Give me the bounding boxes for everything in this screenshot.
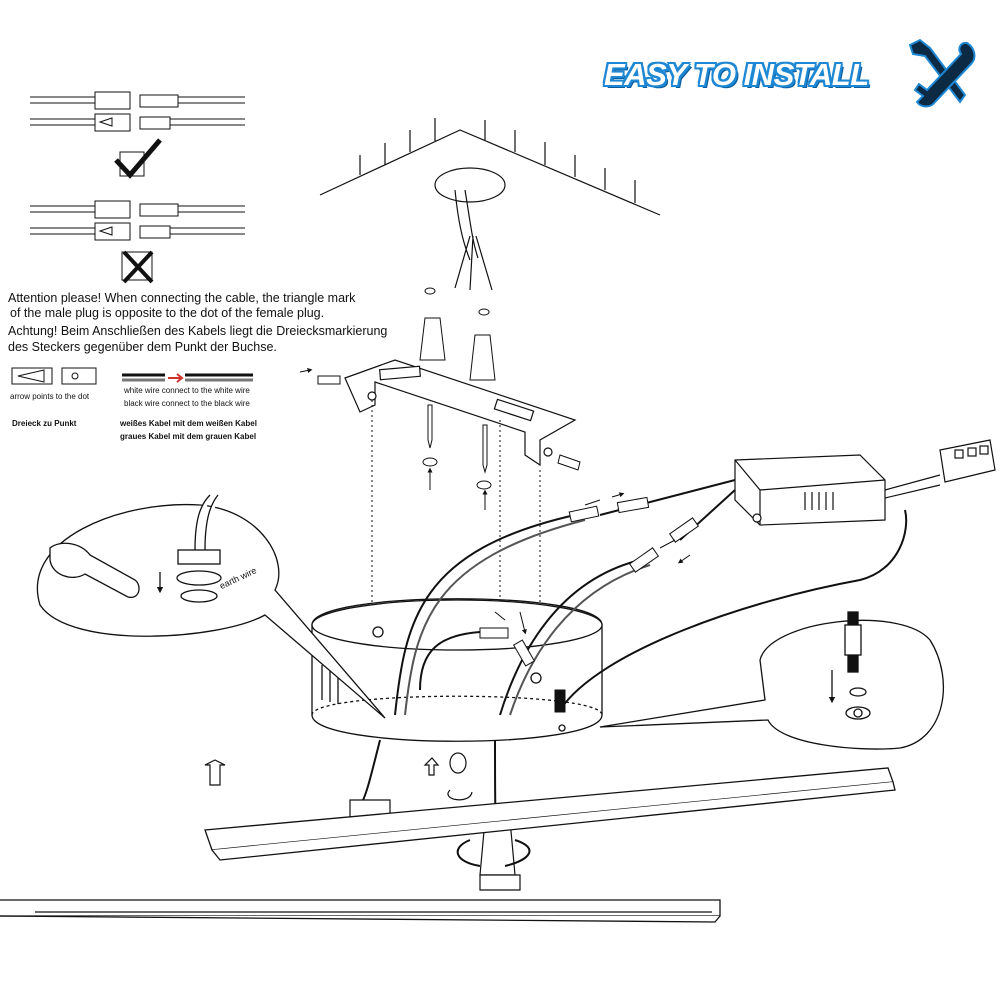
led-driver <box>734 439 996 526</box>
legend-white-wire: white wire connect to the white wire <box>124 386 250 395</box>
connector-guide-correct <box>30 91 245 177</box>
led-bars <box>0 767 896 923</box>
wall-anchors <box>299 287 581 510</box>
ceiling-canopy <box>311 598 603 742</box>
cable-connectors <box>479 494 700 713</box>
note-de-line1: Achtung! Beim Anschließen des Kabels lie… <box>8 324 388 338</box>
cross-icon <box>122 250 154 284</box>
earth-wire-callout <box>36 494 386 719</box>
checkmark-icon <box>114 138 162 179</box>
note-en-line1: Attention please! When connecting the ca… <box>8 291 356 305</box>
ceiling <box>319 118 661 291</box>
terminal-callout <box>599 611 944 750</box>
legend-arrow-text-de: Dreieck zu Punkt <box>12 419 77 428</box>
legend-white-wire-de: weißes Kabel mit dem weißen Kabel <box>120 419 257 428</box>
guide-lines <box>371 400 541 620</box>
bottom-fittings <box>204 752 531 891</box>
wrench-and-hammer-icon <box>908 38 976 108</box>
mounting-bracket <box>344 359 577 467</box>
red-arrow-icon <box>168 373 184 383</box>
note-en-line2: of the male plug is opposite to the dot … <box>10 306 325 320</box>
legend-plug-icons <box>11 367 253 385</box>
legend-grey-wire-de: graues Kabel mit dem grauen Kabel <box>120 432 257 441</box>
legend-arrow-text: arrow points to the dot <box>10 392 90 401</box>
legend-black-wire: black wire connect to the black wire <box>124 399 250 408</box>
page-title: EASY TO INSTALL <box>604 57 869 92</box>
note-de-line2: des Steckers gegenüber dem Punkt der Buc… <box>8 340 277 354</box>
